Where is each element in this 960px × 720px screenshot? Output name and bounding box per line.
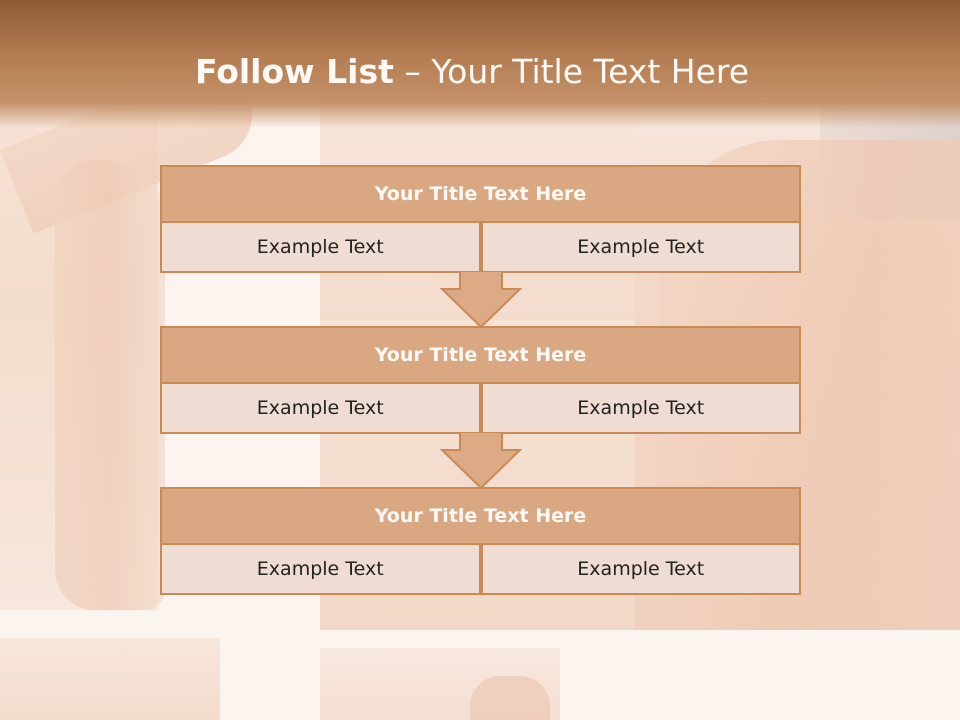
slide-title-rest: – Your Title Text Here bbox=[393, 52, 750, 91]
down-arrow-icon bbox=[439, 432, 523, 490]
flow-block-3: Your Title Text Here Example Text Exampl… bbox=[160, 487, 801, 595]
flow-block-cell-right: Example Text bbox=[480, 384, 801, 434]
down-arrow-icon bbox=[439, 271, 523, 329]
slide-title: Follow List – Your Title Text Here bbox=[0, 52, 944, 91]
flow-block-cell-right: Example Text bbox=[480, 545, 801, 595]
flow-block-title: Your Title Text Here bbox=[160, 487, 801, 545]
flow-block-cell-left: Example Text bbox=[160, 545, 481, 595]
flow-block-2: Your Title Text Here Example Text Exampl… bbox=[160, 326, 801, 434]
flow-block-1: Your Title Text Here Example Text Exampl… bbox=[160, 165, 801, 273]
flow-block-cell-left: Example Text bbox=[160, 223, 481, 273]
background-photo-hand bbox=[470, 676, 550, 720]
flow-block-title: Your Title Text Here bbox=[160, 326, 801, 384]
flow-block-cell-left: Example Text bbox=[160, 384, 481, 434]
background-photo-leg bbox=[55, 160, 165, 610]
flow-block-cell-right: Example Text bbox=[480, 223, 801, 273]
slide-title-bold: Follow List bbox=[194, 52, 394, 91]
header-band bbox=[0, 0, 960, 128]
background-photo-bottom-left bbox=[0, 638, 220, 720]
flow-block-title: Your Title Text Here bbox=[160, 165, 801, 223]
